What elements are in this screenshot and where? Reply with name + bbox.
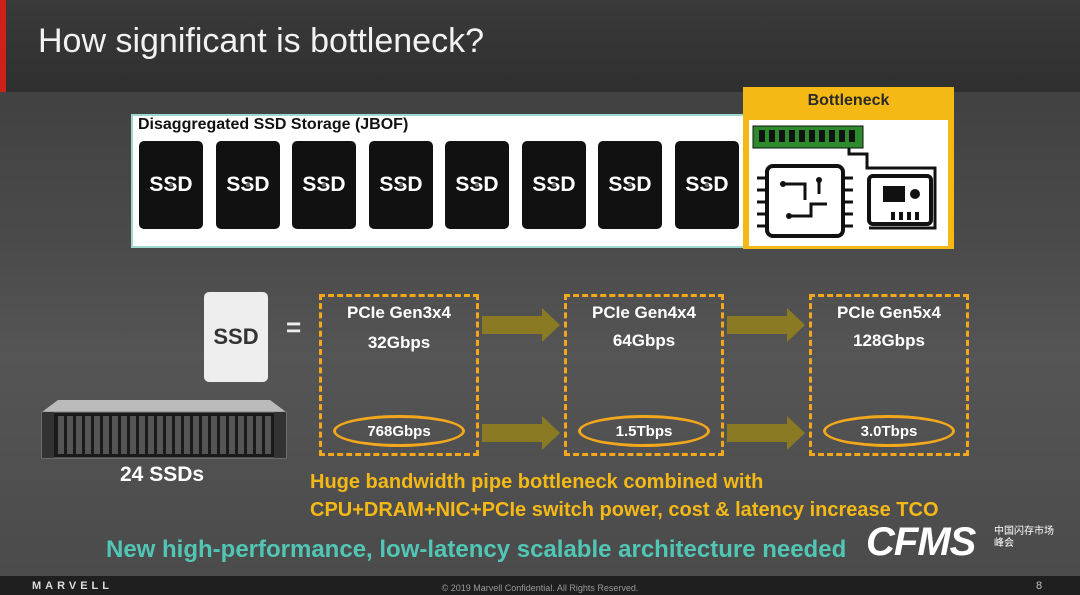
ssd-drive: SSD [139,141,203,229]
pcie-rate: 32Gbps [367,333,431,352]
footer-bar [0,576,1080,595]
pcie-gen3-box: PCIe Gen3x4 32Gbps 768Gbps [319,294,479,456]
ssd-drive: SSD [216,141,280,229]
pcie-gen4-box: PCIe Gen4x4 64Gbps 1.5Tbps [564,294,724,456]
note-line-3: New high-performance, low-latency scalab… [106,536,847,563]
server-label: 24 SSDs [120,463,205,486]
single-ssd: SSD [204,292,268,382]
equals-sign: = [286,312,302,342]
title-bar [0,0,1080,92]
bottleneck-inner [749,120,948,246]
note-line-1: Huge bandwidth pipe bottleneck combined … [310,471,764,493]
pcie-gen-label: PCIe Gen4x4 [592,303,696,322]
pcie-gen5-box: PCIe Gen5x4 128Gbps 3.0Tbps [809,294,969,456]
server-chassis-icon [38,396,290,471]
bottleneck-label: Bottleneck [807,92,890,109]
pcie-total: 3.0Tbps [823,415,955,447]
ssd-drive: SSD [522,141,586,229]
pcie-total: 1.5Tbps [578,415,710,447]
page-number: 8 [1036,580,1043,592]
jbof-label: Disaggregated SSD Storage (JBOF) [138,116,409,133]
ssd-drive: SSD [675,141,739,229]
slide-title: How significant is bottleneck? [38,22,485,60]
copyright: © 2019 Marvell Confidential. All Rights … [441,583,639,593]
pcie-total: 768Gbps [333,415,465,447]
cfms-logo: CFMS [866,520,976,564]
ssd-drive: SSD [598,141,662,229]
red-accent-bar [0,0,6,92]
pcie-rate: 128Gbps [853,331,925,350]
cfms-chinese-text: 中国闪存市场峰会 [994,526,1054,549]
pcie-gen-label: PCIe Gen3x4 [347,303,451,322]
note-line-2: CPU+DRAM+NIC+PCIe switch power, cost & l… [310,499,939,521]
brand-logo: MARVELL [32,580,113,592]
ssd-drive: SSD [369,141,433,229]
ssd-drive: SSD [292,141,356,229]
pcie-gen-label: PCIe Gen5x4 [837,303,941,322]
ssd-drive: SSD [445,141,509,229]
cpu-dram-nic-icon [752,125,937,238]
pcie-rate: 64Gbps [612,331,676,350]
